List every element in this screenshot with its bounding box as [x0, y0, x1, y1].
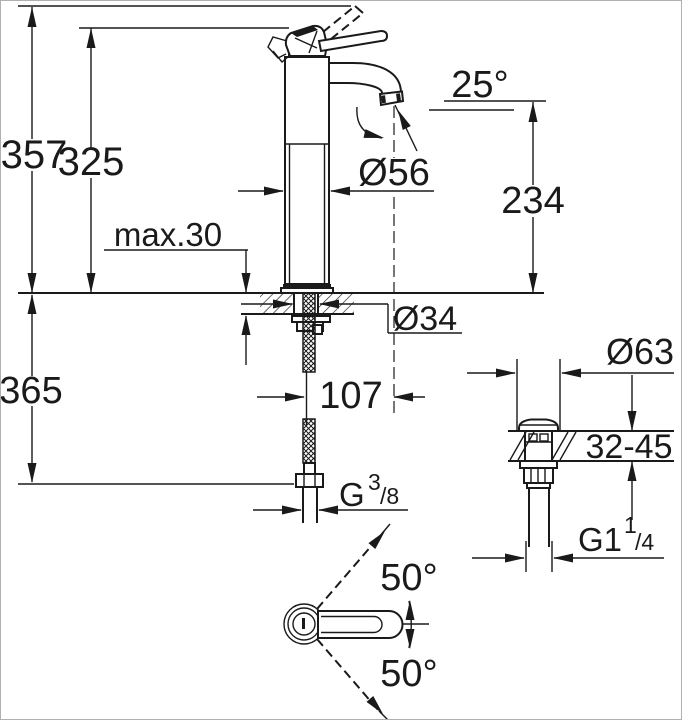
- faucet-lever-raised: [322, 5, 364, 40]
- svg-text:3: 3: [368, 469, 381, 495]
- svg-text:1: 1: [624, 512, 637, 538]
- label-d56: Ø56: [358, 152, 430, 194]
- faucet-side-view: [267, 5, 405, 294]
- label-107: 107: [319, 375, 382, 417]
- g38-nut: [295, 473, 324, 488]
- faucet-lever: [317, 29, 389, 53]
- label-25deg: 25°: [451, 64, 508, 106]
- label-357: 357: [1, 133, 67, 177]
- svg-text:G: G: [339, 476, 365, 513]
- label-234: 234: [501, 180, 564, 222]
- counter-section: [18, 292, 544, 335]
- dimension-lines: [18, 5, 674, 572]
- faucet-spout: [329, 62, 405, 107]
- faucet-body: [284, 56, 330, 285]
- label-50-upper: 50°: [380, 557, 437, 599]
- lever-top-view: [317, 610, 404, 639]
- dimension-labels: 357 325 max.30 25° 234 Ø56 Ø34 107 365 G…: [1, 64, 674, 695]
- svg-text:/8: /8: [380, 483, 399, 509]
- label-d63: Ø63: [606, 331, 674, 372]
- faucet-handle: [267, 5, 389, 63]
- label-365: 365: [1, 370, 63, 412]
- label-d34: Ø34: [393, 300, 457, 338]
- label-325: 325: [58, 140, 125, 184]
- label-max30: max.30: [114, 216, 222, 253]
- label-g114: G1 1 /4: [578, 512, 654, 558]
- drain-locknut: [519, 460, 558, 469]
- handle-top-view: [283, 523, 429, 719]
- hose-ferrule: [303, 462, 316, 475]
- svg-text:/4: /4: [635, 529, 654, 555]
- label-50-lower: 50°: [380, 653, 437, 695]
- label-g38: G 3 /8: [339, 469, 399, 513]
- label-3245: 32-45: [586, 428, 673, 466]
- svg-text:G1: G1: [578, 521, 622, 558]
- supply-hose: [295, 292, 324, 523]
- drain-assembly: [508, 418, 674, 547]
